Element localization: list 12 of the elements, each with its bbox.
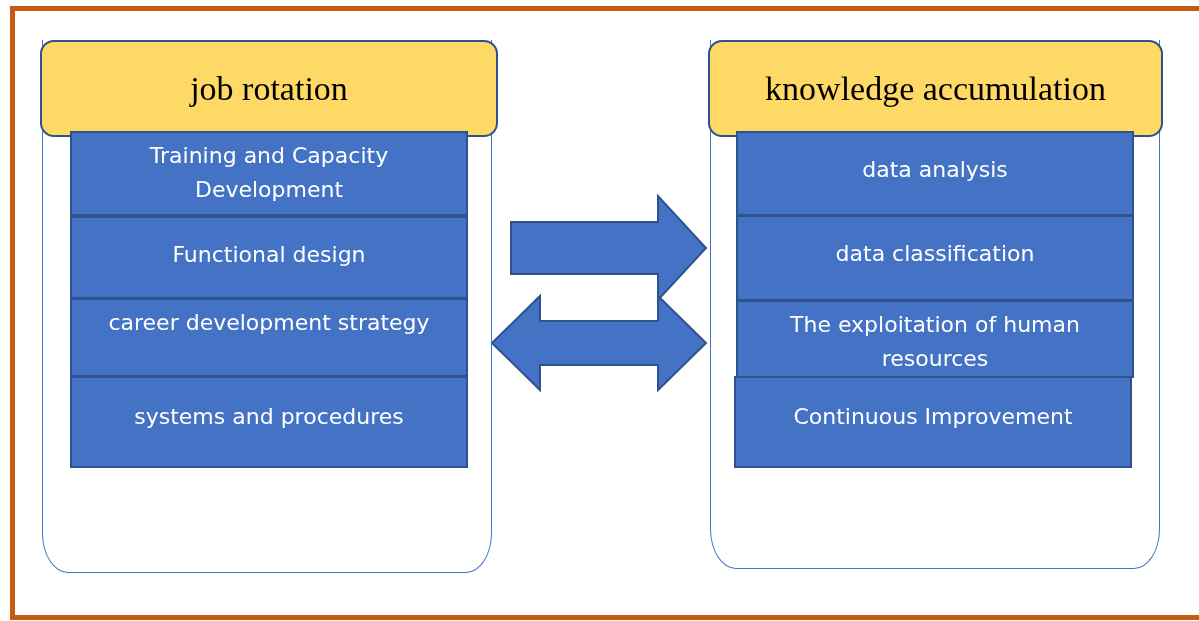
item-box: data classification [736,215,1134,301]
item-box: career development strategy [70,298,468,377]
container-cup [710,40,1160,569]
header-title: knowledge accumulation [765,69,1106,108]
item-box: The exploitation of human resources [736,300,1134,378]
item-box: Functional design [70,216,468,299]
item-box: systems and procedures [70,376,468,468]
item-box: data analysis [736,131,1134,216]
header-title: job rotation [190,69,348,108]
block-arrow [490,293,708,393]
item-box: Training and Capacity Development [70,131,468,216]
item-box: Continuous Improvement [734,376,1132,468]
